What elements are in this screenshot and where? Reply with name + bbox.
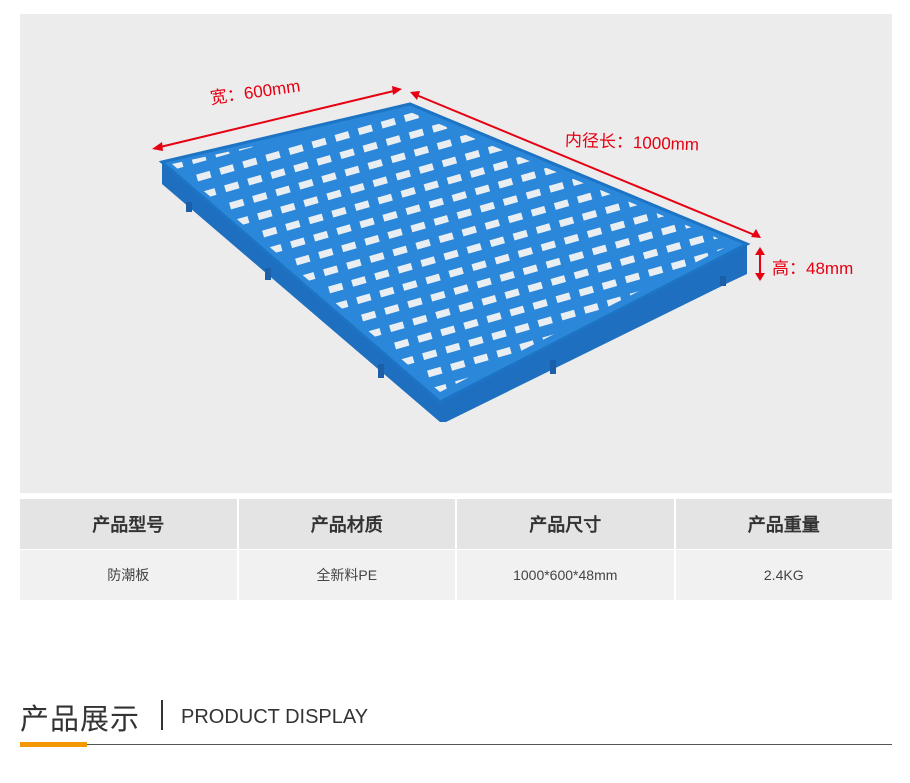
product-display-heading: 产品展示 PRODUCT DISPLAY <box>20 690 892 750</box>
value-model: 防潮板 <box>20 550 237 600</box>
pallet-illustration <box>152 86 765 422</box>
product-image: 宽：600mm 内径长：1000mm 高：48mm <box>20 14 892 493</box>
spec-table-header-row: 产品型号 产品材质 产品尺寸 产品重量 <box>20 499 892 549</box>
section-accent-bar <box>20 742 87 747</box>
length-dimension-label: 内径长：1000mm <box>564 130 700 155</box>
title-divider <box>161 700 163 730</box>
spec-table: 产品型号 产品材质 产品尺寸 产品重量 防潮板 全新料PE 1000*600*4… <box>20 499 892 600</box>
spec-table-row: 防潮板 全新料PE 1000*600*48mm 2.4KG <box>20 550 892 600</box>
header-size: 产品尺寸 <box>457 499 674 549</box>
height-dimension-label: 高：48mm <box>772 259 854 278</box>
header-model: 产品型号 <box>20 499 237 549</box>
section-title-cn: 产品展示 <box>20 704 141 736</box>
length-arrow <box>410 91 761 238</box>
value-material: 全新料PE <box>238 550 455 600</box>
header-weight: 产品重量 <box>675 499 892 549</box>
section-underline <box>20 744 892 745</box>
width-arrow <box>152 86 402 151</box>
height-arrow <box>755 247 765 281</box>
section-title-en: PRODUCT DISPLAY <box>181 706 369 728</box>
value-weight: 2.4KG <box>675 550 892 600</box>
value-size: 1000*600*48mm <box>457 550 674 600</box>
header-material: 产品材质 <box>238 499 455 549</box>
